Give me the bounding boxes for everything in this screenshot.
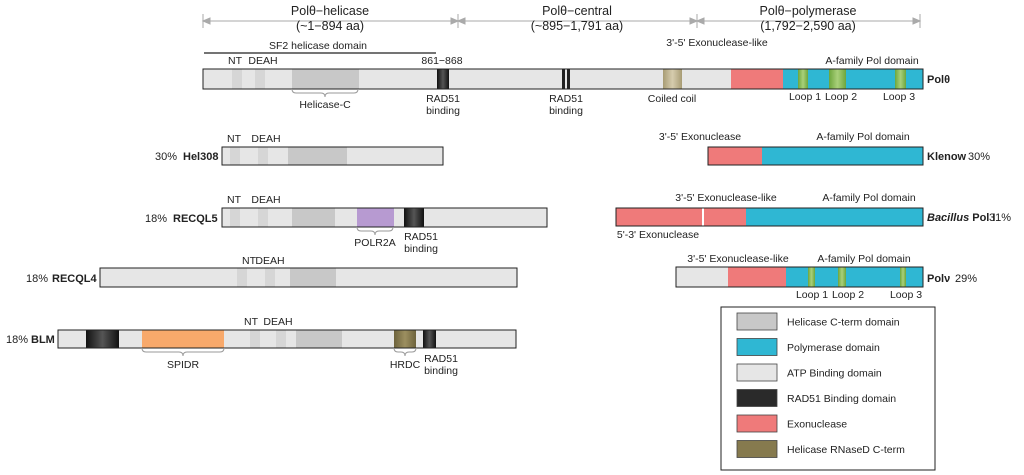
legend-swatch-0: [736, 312, 778, 331]
poltheta-helicase-c: Helicase-C: [299, 99, 351, 111]
blm-nt: NT: [244, 316, 259, 328]
recql5-polr2a: POLR2A: [354, 237, 395, 249]
polv-apol: A-family Pol domain: [817, 253, 911, 265]
protein-poltheta: [202, 68, 924, 90]
protein-hel308: [221, 146, 444, 166]
poltheta-rad51-a: RAD51: [426, 93, 460, 105]
poltheta-rad51-b: RAD51: [549, 93, 583, 105]
poltheta-binding-a: binding: [426, 105, 460, 117]
protein-recql4: [99, 267, 518, 288]
section-title-central: Polθ−central: [542, 4, 612, 18]
section-range-polymerase: (1,792−2,590 aa): [760, 19, 856, 33]
recql4-pct: 18%: [26, 273, 48, 285]
legend-label-3: RAD51 Binding domain: [787, 393, 896, 405]
recql5-rad51: RAD51: [404, 231, 438, 243]
spidr-brace: [141, 347, 225, 357]
blm-name: BLM: [31, 334, 55, 346]
hel308-deah: DEAH: [251, 133, 280, 145]
legend-label-2: ATP Binding domain: [787, 368, 882, 380]
section-arrows: [201, 14, 922, 28]
blm-rad51: RAD51: [424, 353, 458, 365]
recql5-deah: DEAH: [251, 194, 280, 206]
recql5-pct: 18%: [145, 213, 167, 225]
recql4-name: RECQL4: [52, 273, 98, 285]
protein-bacillus-pol-i: [615, 207, 924, 227]
bacillus-name-rest: Pol I: [969, 212, 995, 224]
bacillus-apol: A-family Pol domain: [822, 192, 916, 204]
recql5-name: RECQL5: [173, 213, 218, 225]
poltheta-name: Polθ: [927, 74, 950, 86]
recql5-binding: binding: [404, 243, 438, 255]
bacillus-exo53: 5'-3' Exonuclease: [617, 229, 699, 241]
klenow-exo: 3'-5' Exonuclease: [659, 131, 741, 143]
poltheta-binding-b: binding: [549, 105, 583, 117]
protein-polv: [675, 266, 924, 288]
bacillus-name: Bacillus Pol I: [927, 212, 995, 224]
legend-label-4: Exonuclease: [787, 419, 847, 431]
polv-loop1: Loop 1: [796, 289, 828, 301]
klenow-pct: 30%: [968, 151, 990, 163]
legend-swatch-1: [736, 338, 778, 356]
polv-loop2: Loop 2: [832, 289, 864, 301]
hel308-name: Hel308: [183, 151, 218, 163]
klenow-apol: A-family Pol domain: [816, 131, 910, 143]
polv-exo-like: 3'-5' Exonuclease-like: [687, 253, 789, 265]
blm-pct: 18%: [6, 334, 28, 346]
legend-label-0: Helicase C-term domain: [787, 317, 900, 329]
hrdc-brace: [393, 347, 417, 357]
protein-klenow: [707, 146, 924, 166]
poltheta-nt: NT: [228, 55, 243, 67]
legend-label-5: Helicase RNaseD C-term: [787, 444, 905, 456]
bacillus-name-italic: Bacillus: [927, 212, 969, 224]
blm-spidr: SPIDR: [167, 359, 200, 371]
recql4-nt: NT: [242, 255, 257, 267]
legend-label-1: Polymerase domain: [787, 342, 880, 354]
recql5-nt: NT: [227, 194, 242, 206]
protein-blm: [57, 329, 517, 349]
poltheta-loop1: Loop 1: [789, 91, 821, 103]
poltheta-loop2: Loop 2: [825, 91, 857, 103]
poltheta-loop3: Loop 3: [883, 91, 915, 103]
poltheta-exo-like: 3'-5' Exonuclease-like: [666, 37, 768, 49]
protein-recql5: [221, 207, 548, 228]
legend-swatch-5: [736, 440, 778, 458]
poltheta-coiled-coil: Coiled coil: [648, 93, 696, 105]
section-title-helicase: Polθ−helicase: [291, 4, 369, 18]
section-range-helicase: (~1−894 aa): [296, 19, 364, 33]
legend-swatch-4: [736, 414, 778, 433]
polv-pct: 29%: [955, 273, 977, 285]
poltheta-apol: A-family Pol domain: [825, 55, 919, 67]
poltheta-861-868: 861−868: [421, 55, 462, 67]
section-title-polymerase: Polθ−polymerase: [760, 4, 857, 18]
sf2-label: SF2 helicase domain: [269, 40, 367, 52]
bacillus-exo-like: 3'-5' Exonuclease-like: [675, 192, 777, 204]
klenow-name: Klenow: [927, 151, 967, 163]
section-range-central: (~895−1,791 aa): [531, 19, 623, 33]
blm-hrdc: HRDC: [390, 359, 421, 371]
recql4-deah: DEAH: [255, 255, 284, 267]
poltheta-deah: DEAH: [248, 55, 277, 67]
bacillus-pct: 31%: [989, 212, 1011, 224]
hel308-nt: NT: [227, 133, 242, 145]
hel308-pct: 30%: [155, 151, 177, 163]
polv-loop3: Loop 3: [890, 289, 922, 301]
helicase-c-brace: [291, 88, 359, 98]
blm-binding: binding: [424, 365, 458, 377]
blm-deah: DEAH: [263, 316, 292, 328]
polr2a-brace: [356, 226, 394, 236]
legend-swatch-3: [736, 389, 778, 407]
legend-swatch-2: [736, 363, 778, 382]
polv-name: Polν: [927, 273, 950, 285]
